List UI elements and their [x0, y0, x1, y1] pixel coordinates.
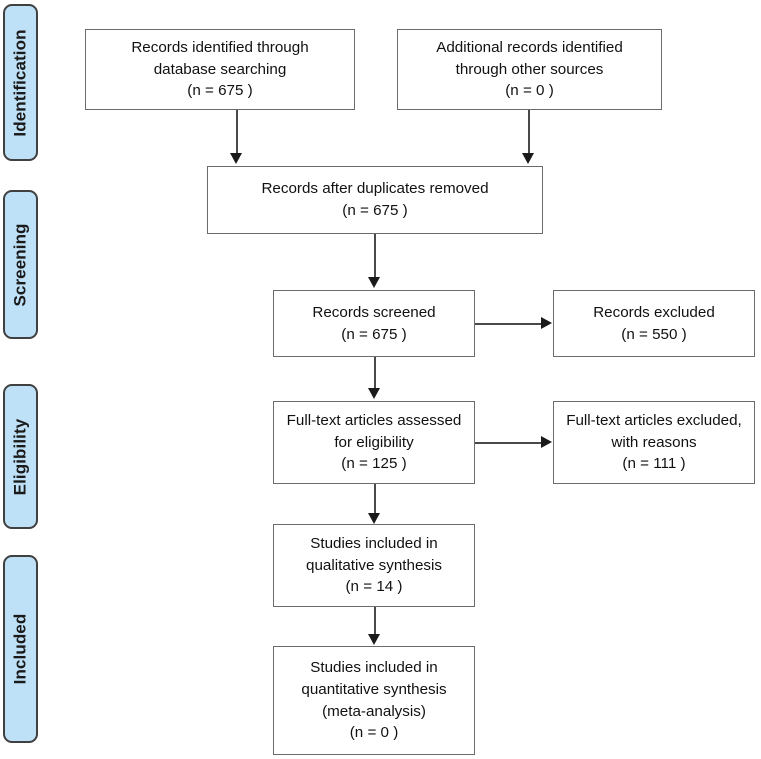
node-records-after-duplicates-removed: Records after duplicates removed (n = 67…	[207, 166, 543, 234]
phase-label-eligibility: Eligibility	[3, 384, 38, 529]
node-studies-qualitative-synthesis-text: Studies included in qualitative synthesi…	[306, 535, 442, 596]
node-records-identified-database: Records identified through database sear…	[85, 29, 355, 110]
phase-label-identification: Identification	[3, 4, 38, 161]
node-studies-qualitative-synthesis: Studies included in qualitative synthesi…	[273, 524, 475, 607]
node-fulltext-articles-excluded-text: Full-text articles excluded, with reason…	[566, 412, 742, 473]
phase-label-screening: Screening	[3, 190, 38, 339]
phase-label-included: Included	[3, 555, 38, 743]
phase-label-screening-text: Screening	[10, 222, 30, 307]
node-records-after-duplicates-removed-text: Records after duplicates removed (n = 67…	[261, 180, 489, 219]
phase-label-identification-text: Identification	[10, 28, 30, 137]
node-additional-records-other-sources-text: Additional records identified through ot…	[436, 39, 623, 100]
node-records-excluded: Records excluded (n = 550 )	[553, 290, 755, 357]
node-records-identified-database-text: Records identified through database sear…	[131, 39, 309, 100]
node-fulltext-articles-assessed-text: Full-text articles assessed for eligibil…	[286, 412, 462, 473]
node-fulltext-articles-assessed: Full-text articles assessed for eligibil…	[273, 401, 475, 484]
node-records-excluded-text: Records excluded (n = 550 )	[593, 303, 715, 343]
phase-label-included-text: Included	[10, 613, 30, 685]
node-studies-quantitative-synthesis-text: Studies included in quantitative synthes…	[301, 659, 447, 742]
phase-label-eligibility-text: Eligibility	[10, 418, 30, 495]
node-additional-records-other-sources: Additional records identified through ot…	[397, 29, 662, 110]
node-fulltext-articles-excluded: Full-text articles excluded, with reason…	[553, 401, 755, 484]
node-records-screened: Records screened (n = 675 )	[273, 290, 475, 357]
node-records-screened-text: Records screened (n = 675 )	[312, 303, 436, 343]
node-studies-quantitative-synthesis: Studies included in quantitative synthes…	[273, 646, 475, 755]
